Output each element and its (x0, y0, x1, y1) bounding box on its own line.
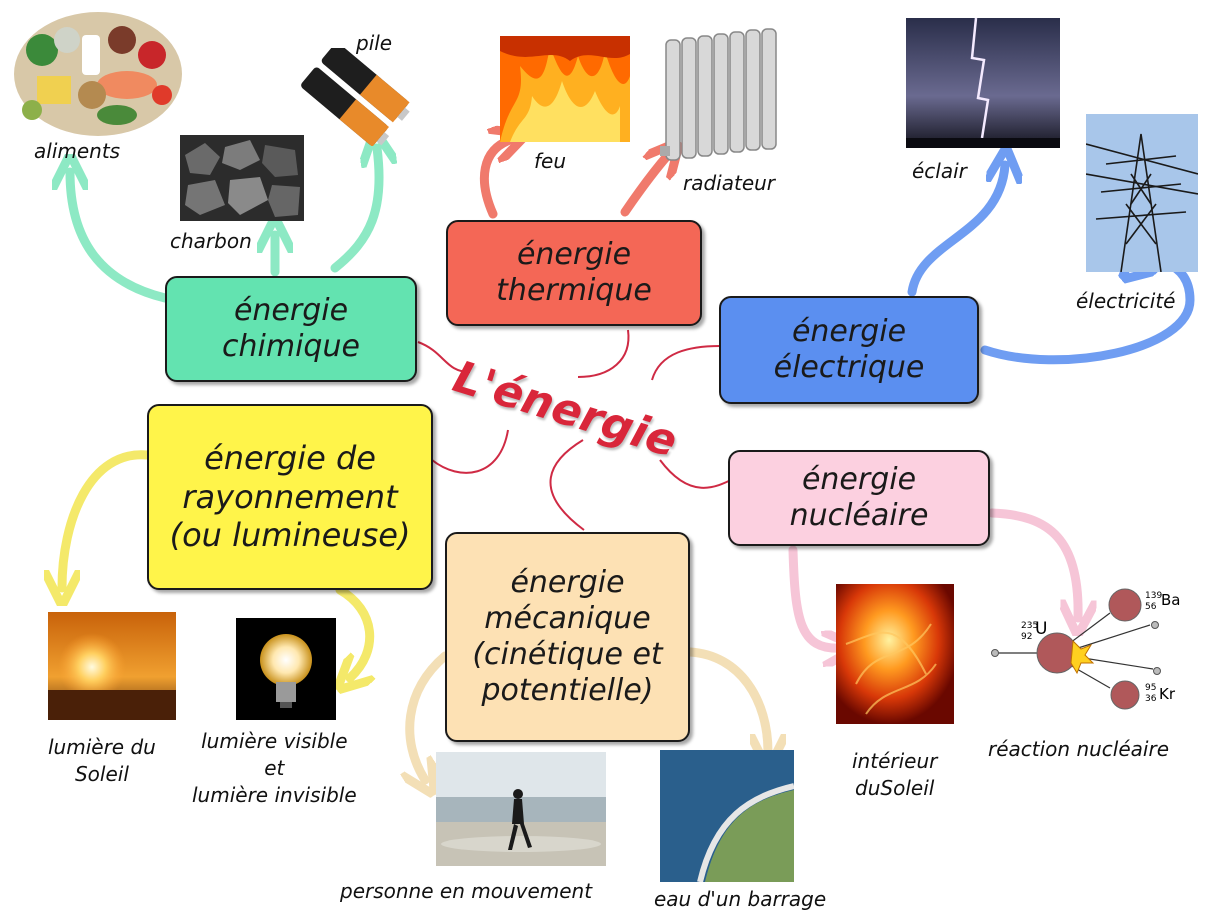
caption-personne: personne en mouvement (340, 879, 593, 903)
food-icon (14, 12, 182, 136)
box-energie-electrique: énergie électrique (719, 296, 979, 404)
caption-line: lumière invisible (192, 783, 357, 807)
barium-mass: 139 (1145, 591, 1163, 601)
caption-lumiere-visible: lumière visible et lumière invisible (192, 728, 357, 809)
caption-pile: pile (356, 31, 393, 55)
caption-line: Soleil (74, 762, 129, 786)
box-energie-chimique: énergie chimique (165, 276, 417, 382)
dam-icon (660, 750, 794, 882)
box-line: potentielle) (481, 673, 654, 708)
caption-line: et (264, 756, 285, 780)
sun-interior-icon (836, 584, 954, 724)
box-line: chimique (222, 329, 360, 364)
person-beach-icon (436, 752, 606, 866)
box-line: (ou lumineuse) (169, 516, 411, 555)
barium-z: 56 (1145, 602, 1157, 612)
caption-reaction: réaction nucléaire (988, 737, 1169, 761)
caption-line: duSoleil (855, 776, 935, 800)
caption-eclair: éclair (912, 159, 967, 183)
pylon-photo (1086, 114, 1198, 272)
fission-diagram: 235 92 U 139 56 Ba 95 36 Kr (985, 583, 1200, 723)
box-energie-rayonnement: énergie de rayonnement (ou lumineuse) (147, 404, 433, 590)
lightning-icon (906, 18, 1060, 148)
box-line: mécanique (484, 601, 651, 636)
sun-photo (48, 612, 176, 720)
caption-line: lumière du (48, 735, 156, 759)
uranium-mass: 235 (1021, 621, 1039, 631)
sun-icon (48, 612, 176, 720)
box-energie-thermique: énergie thermique (446, 220, 702, 326)
battery-photo (298, 48, 418, 146)
caption-line: lumière visible (201, 729, 348, 753)
food-photo (12, 10, 184, 138)
uranium-symbol: U (1035, 619, 1048, 639)
box-line: énergie de (204, 439, 376, 478)
box-energie-mecanique: énergie mécanique (cinétique et potentie… (445, 532, 690, 742)
box-energie-nucleaire: énergie nucléaire (728, 450, 990, 546)
box-line: énergie (233, 293, 349, 328)
box-line: rayonnement (182, 477, 398, 516)
caption-interieur-soleil: intérieur duSoleil (852, 748, 937, 802)
lightbulb-photo (236, 618, 336, 720)
box-line: thermique (496, 273, 652, 308)
uranium-z: 92 (1021, 632, 1033, 642)
lightning-photo (906, 18, 1060, 148)
caption-feu: feu (534, 149, 567, 173)
radiator-photo (660, 28, 784, 168)
fission-icon (991, 588, 1161, 710)
battery-icon (301, 48, 410, 146)
caption-barrage: eau d'un barrage (654, 887, 827, 911)
caption-aliments: aliments (34, 139, 121, 163)
box-line: énergie (516, 237, 632, 272)
fire-icon (500, 36, 630, 142)
caption-charbon: charbon (170, 229, 252, 253)
box-line: électrique (773, 350, 925, 385)
box-line: énergie (510, 565, 625, 600)
caption-lumiere-soleil: lumière du Soleil (48, 734, 156, 788)
caption-radiateur: radiateur (683, 171, 776, 195)
person-beach-photo (436, 752, 606, 866)
box-line: énergie (801, 462, 917, 497)
krypton-symbol: Kr (1159, 685, 1176, 703)
coal-photo (180, 135, 304, 221)
box-line: (cinétique et (472, 637, 663, 672)
box-line: énergie (791, 314, 907, 349)
radiator-icon (660, 28, 777, 161)
pylon-icon (1086, 114, 1198, 272)
caption-electricite: électricité (1076, 289, 1176, 313)
krypton-mass: 95 (1145, 683, 1157, 693)
caption-line: intérieur (852, 749, 938, 773)
dam-photo (660, 750, 794, 882)
sun-interior-photo (836, 584, 954, 724)
krypton-z: 36 (1145, 694, 1157, 704)
lightbulb-icon (236, 618, 336, 720)
title-connectors (417, 329, 736, 531)
fire-photo (500, 36, 630, 142)
barium-symbol: Ba (1161, 591, 1181, 609)
box-line: nucléaire (789, 498, 929, 533)
coal-icon (180, 135, 304, 221)
